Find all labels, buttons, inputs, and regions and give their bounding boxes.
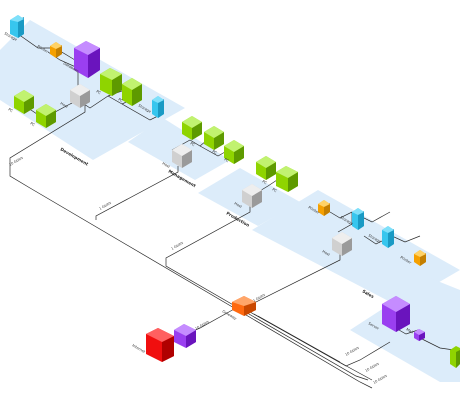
workstation-icon[interactable]: [100, 68, 122, 96]
storage-icon[interactable]: [352, 208, 364, 230]
server-icon[interactable]: [70, 84, 90, 108]
device-label: Internet: [132, 343, 147, 354]
device-label: Host: [162, 161, 172, 169]
router-icon[interactable]: [232, 296, 256, 316]
workstation-icon[interactable]: [256, 156, 276, 180]
database-icon[interactable]: [174, 324, 196, 348]
server-icon[interactable]: [242, 184, 262, 208]
firewall-icon[interactable]: [146, 328, 174, 362]
workstation-icon[interactable]: [36, 104, 56, 128]
wire: [419, 337, 455, 351]
database-icon[interactable]: [74, 41, 100, 78]
server-icon[interactable]: [332, 232, 352, 256]
device-label: Host: [322, 249, 332, 257]
device-label: PC: [96, 89, 102, 95]
storage-icon[interactable]: [382, 226, 394, 248]
printer-icon[interactable]: [50, 42, 62, 58]
link-label: 10 Gbit/s: [373, 374, 388, 385]
printer-icon[interactable]: [318, 200, 330, 216]
device-label: Printer: [308, 205, 321, 215]
database-icon[interactable]: [414, 329, 425, 341]
link-label: 10 Gbit/s: [365, 362, 380, 373]
wire: [257, 315, 341, 363]
device-label: PC: [224, 157, 230, 163]
device-label: PC: [30, 121, 36, 127]
link-label: 10 Gbit/s: [9, 156, 24, 167]
workstation-icon[interactable]: [122, 78, 142, 106]
printer-icon[interactable]: [414, 250, 426, 266]
link-label: 10 Gbit/s: [345, 346, 360, 357]
workstation-icon[interactable]: [450, 346, 460, 368]
wire: [253, 313, 391, 367]
link-label: 1 Gbit/s: [99, 201, 113, 211]
device-label: Printer: [37, 44, 50, 54]
device-label: Storage: [138, 103, 153, 114]
workstation-icon[interactable]: [182, 116, 202, 140]
storage-icon[interactable]: [10, 15, 24, 38]
device-label: Host: [234, 201, 244, 209]
device-label: PC: [8, 107, 14, 113]
device-label: Server: [368, 321, 381, 331]
zone-label-sales: Sales: [362, 289, 376, 300]
wire: [9, 104, 373, 389]
device-label: Storage: [368, 233, 383, 244]
device-label: Storage: [4, 31, 19, 42]
device-label: PC: [272, 187, 278, 193]
database-icon[interactable]: [382, 296, 410, 332]
workstation-icon[interactable]: [224, 140, 244, 164]
device-label: Storage: [340, 215, 355, 226]
workstation-icon[interactable]: [276, 166, 298, 192]
link-label: 1 Gbit/s: [171, 241, 185, 251]
zone-sales: [252, 190, 460, 306]
wire: [17, 33, 76, 61]
link-label: 1 Gbit/s: [253, 293, 267, 303]
storage-icon[interactable]: [152, 96, 164, 118]
server-icon[interactable]: [172, 144, 192, 168]
device-label: PC: [212, 149, 218, 155]
wire: [95, 166, 179, 220]
workstation-icon[interactable]: [204, 126, 224, 150]
device-label: PC: [190, 141, 196, 147]
device-label: PC: [118, 97, 124, 103]
device-label: Gateway: [222, 309, 239, 321]
device-label: PC: [262, 179, 268, 185]
device-label: Mail: [406, 327, 414, 334]
link-label: 10 Gbit/s: [195, 320, 210, 331]
device-label: Printer: [400, 255, 413, 265]
wire: [165, 206, 369, 381]
wire: [77, 95, 163, 121]
workstation-icon[interactable]: [14, 90, 34, 114]
device-label: Host: [60, 101, 70, 109]
zone-bottom-right: [350, 278, 460, 382]
